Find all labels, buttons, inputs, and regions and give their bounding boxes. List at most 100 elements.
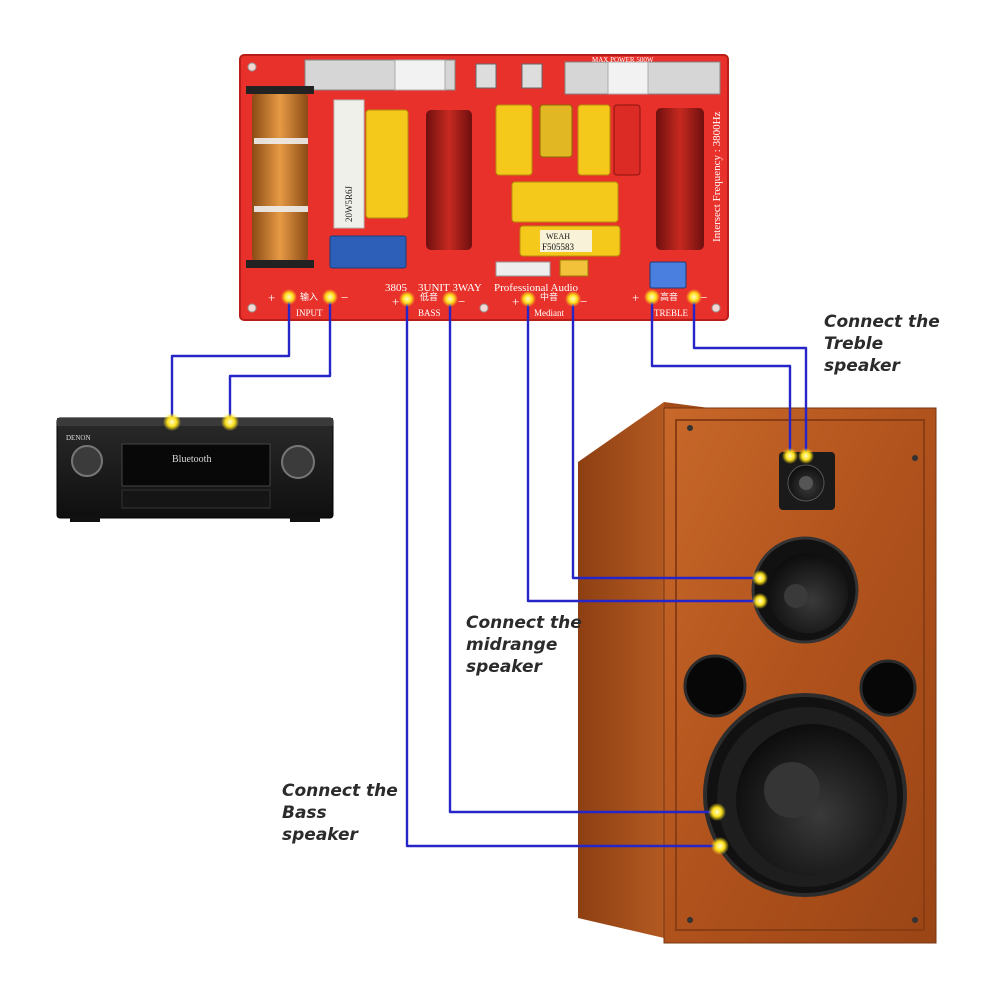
mid-plus-sign: + <box>512 294 519 309</box>
terminal-receiver-2 <box>221 413 239 431</box>
cabinet-front-inset <box>675 419 925 931</box>
crossover-board: MAX POWER 500W 20W5R6J WEAH F505583 Inte… <box>239 54 729 321</box>
terminal-treble-plus <box>644 289 660 305</box>
wire-mid-plus <box>526 298 758 603</box>
av-receiver: DENON Bluetooth <box>56 417 334 522</box>
wire-input-plus <box>170 298 291 420</box>
volume-knob-left <box>71 445 103 477</box>
resistor-text: 20W5R6J <box>344 186 354 222</box>
receiver-top-edge <box>57 418 333 426</box>
treble-callout: Connect the Treble speaker <box>824 312 940 376</box>
inductor-red-1 <box>426 110 472 250</box>
terminal-mid-minus <box>565 291 581 307</box>
woofer-dust-cap <box>764 762 820 818</box>
mount-hole <box>247 62 257 72</box>
cabinet-screw <box>687 917 693 923</box>
terminal-input-minus <box>322 289 338 305</box>
receiver-display-text: Bluetooth <box>172 454 211 465</box>
capacitor-blue-1 <box>329 235 407 269</box>
treble-label: TREBLE <box>654 308 688 318</box>
bass-callout: Connect the Bass speaker <box>282 781 398 845</box>
mid-label: Mediant <box>534 308 564 318</box>
terminal-input-plus <box>281 289 297 305</box>
cap-code: F505583 <box>542 242 575 252</box>
input-cn-label: 输入 <box>300 291 318 302</box>
terminals <box>163 289 814 855</box>
capacitor-yellow-big <box>511 181 619 223</box>
resistor-cap <box>607 61 649 95</box>
bass-minus-sign: − <box>458 294 465 309</box>
port-left <box>683 654 747 718</box>
cap-brand: WEAH <box>546 232 570 241</box>
input-plus-sign: + <box>268 290 275 305</box>
capacitor-red <box>613 104 641 176</box>
speaker-cabinet <box>578 402 937 944</box>
switch-1 <box>475 63 497 89</box>
capacitor-blue-2 <box>649 261 687 289</box>
cabinet-screw <box>687 425 693 431</box>
inductor-copper <box>252 92 308 262</box>
terminal-tweeter-1 <box>782 448 798 464</box>
bass-cn-label: 低音 <box>420 291 438 302</box>
wire-treble-plus <box>650 298 792 456</box>
receiver-brand: DENON <box>66 434 91 442</box>
terminal-mid-2 <box>752 593 768 609</box>
cabinet-side <box>578 402 664 938</box>
coil-bracket <box>246 86 314 94</box>
cable-tie <box>254 206 308 212</box>
terminal-woofer-2 <box>711 837 729 855</box>
mount-hole <box>711 303 721 313</box>
terminal-receiver-1 <box>163 413 181 431</box>
terminal-woofer-1 <box>708 803 726 821</box>
mid-minus-sign: − <box>580 294 587 309</box>
switch-2 <box>521 63 543 89</box>
input-minus-sign: − <box>341 290 348 305</box>
bass-plus-sign: + <box>392 294 399 309</box>
cabinet-screw <box>912 455 918 461</box>
mount-hole <box>479 303 489 313</box>
mount-hole <box>247 303 257 313</box>
cap-label-bg <box>540 230 592 252</box>
port-right <box>859 659 917 717</box>
wiring <box>170 298 808 848</box>
terminal-bass-plus <box>399 291 415 307</box>
receiver-display <box>121 443 271 487</box>
terminal-mid-plus <box>520 291 536 307</box>
resistor-cap <box>394 59 446 91</box>
treble-minus-sign: − <box>700 290 707 305</box>
wire-bass-minus <box>448 298 716 814</box>
cabinet-screw <box>912 917 918 923</box>
fuse-holder <box>559 259 589 277</box>
terminal-bass-minus <box>442 291 458 307</box>
receiver-lower-panel <box>121 489 271 509</box>
midrange-dust-cap <box>784 584 808 608</box>
receiver-foot-right <box>290 516 320 522</box>
terminal-mid-1 <box>752 570 768 586</box>
capacitor-yellow-1 <box>365 109 409 219</box>
coil-bracket <box>246 260 314 268</box>
tweeter-center <box>799 476 813 490</box>
inductor-red-2 <box>656 108 704 250</box>
board-brand: Professional Audio <box>494 282 579 294</box>
treble-cn-label: 高音 <box>660 291 678 302</box>
wire-input-minus <box>228 298 332 420</box>
midrange-cone <box>768 553 848 633</box>
terminal-tweeter-2 <box>798 448 814 464</box>
frequency-label: Intersect Frequency : 3800Hz <box>711 111 723 242</box>
receiver-foot-left <box>70 516 100 522</box>
capacitor-yellow-3 <box>539 104 573 158</box>
ceramic-resistor <box>333 99 365 229</box>
mid-cn-label: 中音 <box>540 291 558 302</box>
fuse <box>495 261 551 277</box>
capacitor-yellow-4 <box>577 104 611 176</box>
board-model: 3805 <box>385 282 408 294</box>
wire-treble-minus <box>692 298 808 456</box>
bass-label: BASS <box>418 308 441 318</box>
terminal-treble-minus <box>686 289 702 305</box>
volume-knob-right <box>281 445 315 479</box>
input-label: INPUT <box>296 308 323 318</box>
wire-mid-minus <box>571 298 758 580</box>
wire-bass-plus <box>405 298 720 848</box>
midrange-callout: Connect the midrange speaker <box>466 613 582 677</box>
